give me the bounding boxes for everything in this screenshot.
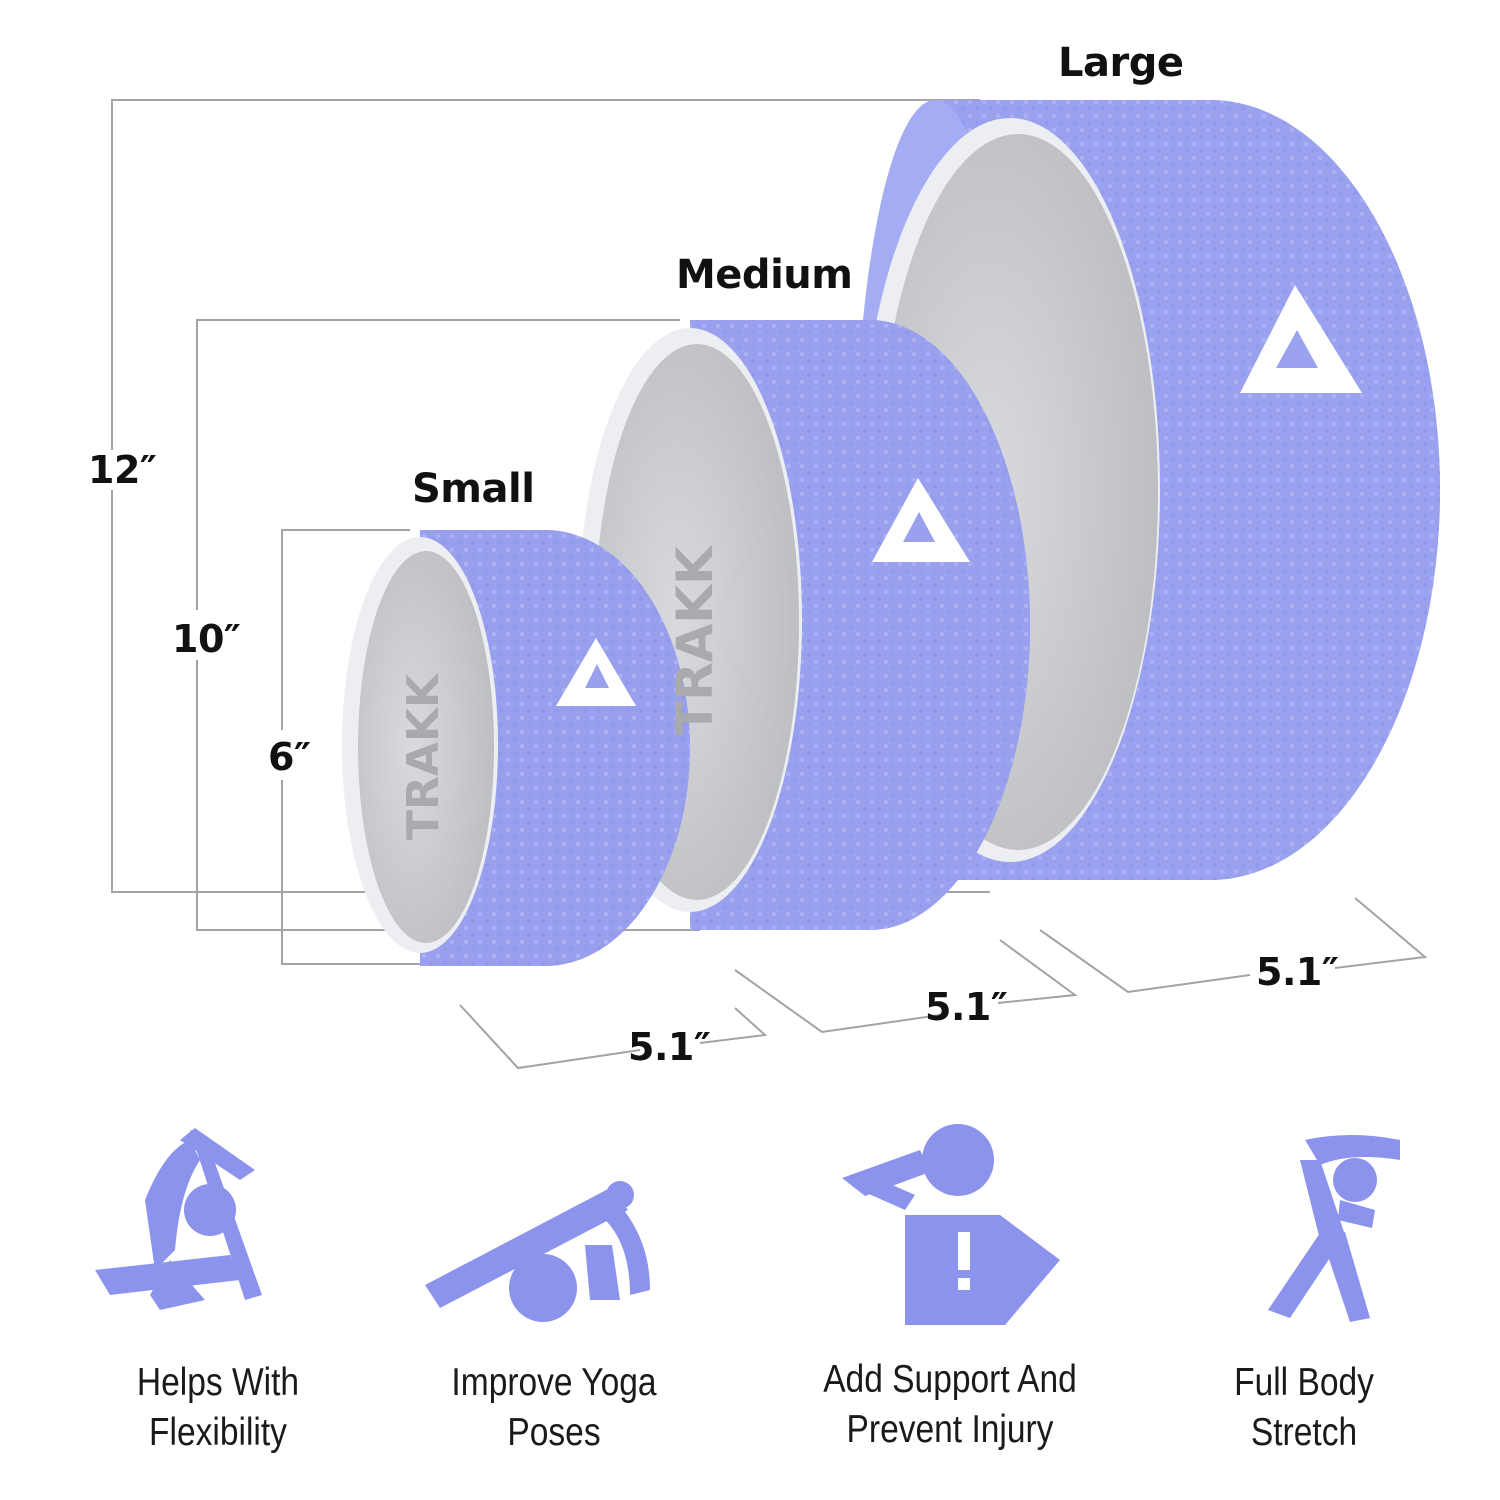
benefit-line1: Improve Yoga — [451, 1361, 657, 1404]
benefit-support: Add Support And Prevent Injury — [795, 1355, 1105, 1455]
benefit-line2: Prevent Injury — [846, 1408, 1054, 1451]
support-injury-icon — [842, 1124, 1060, 1325]
large-frame-top — [111, 99, 980, 450]
benefit-line1: Helps With — [136, 1361, 300, 1404]
diameter-small: 6″ — [268, 735, 311, 779]
diameter-medium: 10″ — [172, 617, 241, 661]
brand-text-medium: TRAKK — [666, 544, 724, 735]
benefit-flexibility: Helps With Flexibility — [63, 1358, 373, 1458]
side-stretch-icon — [1268, 1135, 1400, 1322]
small-wheel — [342, 530, 690, 966]
large-wheel — [855, 100, 1440, 880]
size-title-medium: Medium — [676, 252, 853, 298]
benefit-line2: Stretch — [1250, 1411, 1358, 1454]
brand-text-small: TRAKK — [398, 672, 449, 840]
width-large: 5.1″ — [1256, 950, 1339, 994]
diameter-large: 12″ — [88, 448, 157, 492]
benefit-line1: Add Support And — [823, 1358, 1077, 1401]
benefit-line1: Full Body — [1234, 1361, 1374, 1404]
small-frame-top — [281, 529, 410, 730]
size-title-small: Small — [412, 466, 535, 512]
width-small: 5.1″ — [628, 1025, 711, 1069]
yoga-backbend-icon — [95, 1128, 262, 1310]
width-medium: 5.1″ — [925, 985, 1008, 1029]
small-frame-bottom — [281, 780, 420, 965]
yoga-wheel-pose-icon — [425, 1181, 650, 1322]
benefit-full-body: Full Body Stretch — [1149, 1358, 1459, 1458]
medium-frame-top — [196, 319, 680, 610]
benefit-line2: Flexibility — [149, 1411, 287, 1454]
dimension-lines — [111, 99, 1428, 1070]
benefit-line2: Poses — [507, 1411, 601, 1454]
benefit-yoga-poses: Improve Yoga Poses — [399, 1358, 709, 1458]
benefit-icons — [95, 1124, 1400, 1325]
size-title-large: Large — [1058, 40, 1184, 86]
